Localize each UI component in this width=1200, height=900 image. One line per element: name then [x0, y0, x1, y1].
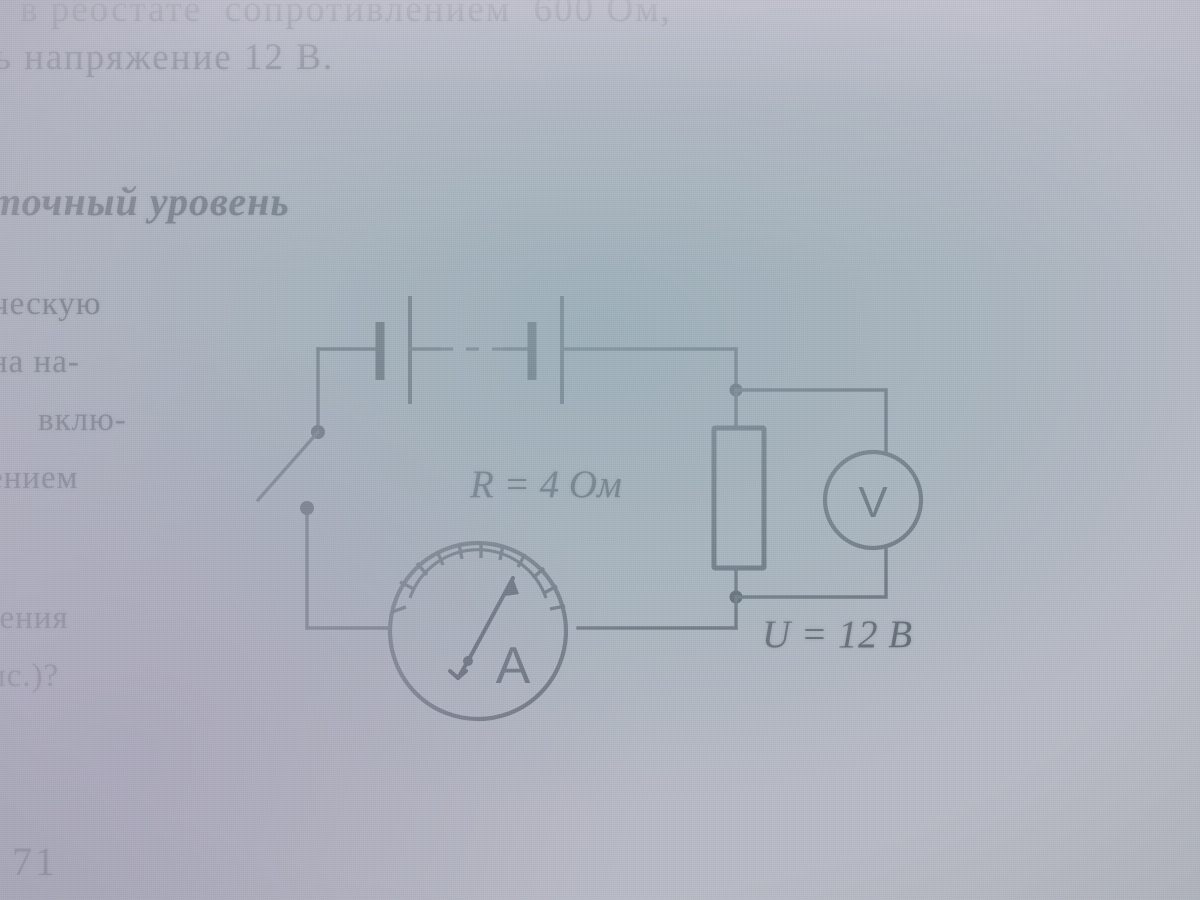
junction-node-top: [729, 383, 743, 397]
page-number: 71: [12, 839, 58, 884]
top-text-line-2: ь напряжение 12 В.: [0, 37, 335, 78]
voltage-label: U = 12 В: [762, 612, 913, 657]
left-text-fragment-3: вклю-: [38, 402, 127, 438]
ammeter-scale-ticks: [391, 543, 566, 614]
ammeter-pivot: [463, 656, 473, 666]
left-text-fragment-2: на на-: [0, 344, 80, 380]
switch-terminal-lower: [300, 501, 314, 515]
ammeter-pivot-foot-left: [448, 669, 460, 680]
wire-voltmeter-top: [734, 388, 888, 454]
resistor-label: R = 4 Ом: [470, 462, 622, 507]
ammeter-scale-arc: [408, 548, 548, 599]
left-text-fragment-4: ением: [0, 460, 79, 496]
voltmeter-body: [822, 449, 924, 551]
voltmeter-label: V: [858, 478, 888, 527]
resistor-label-text: R = 4 Ом: [470, 463, 622, 506]
top-text-line-1: в реостате сопротивлением 600 Ом,: [20, 0, 672, 30]
ammeter-needle-tip: [505, 578, 519, 596]
ammeter-label: A: [496, 637, 531, 695]
ammeter-pivot-foot-right: [456, 669, 468, 680]
ammeter-needle-tail: [456, 659, 470, 680]
left-text-fragment-5: ления: [0, 600, 69, 636]
switch-terminal-upper: [311, 425, 325, 439]
ammeter-body: [387, 540, 569, 722]
resistor-body: [711, 425, 767, 571]
left-text-fragment-1: ческую: [0, 286, 102, 322]
voltage-label-text: U = 12 В: [762, 613, 913, 656]
junction-node-bottom: [729, 590, 743, 604]
wire-voltmeter-bottom: [734, 546, 888, 599]
section-heading: точный уровень: [0, 179, 290, 224]
left-text-fragment-6: ис.)?: [0, 658, 60, 694]
switch-lever: [255, 429, 321, 503]
ammeter-needle: [466, 576, 515, 663]
